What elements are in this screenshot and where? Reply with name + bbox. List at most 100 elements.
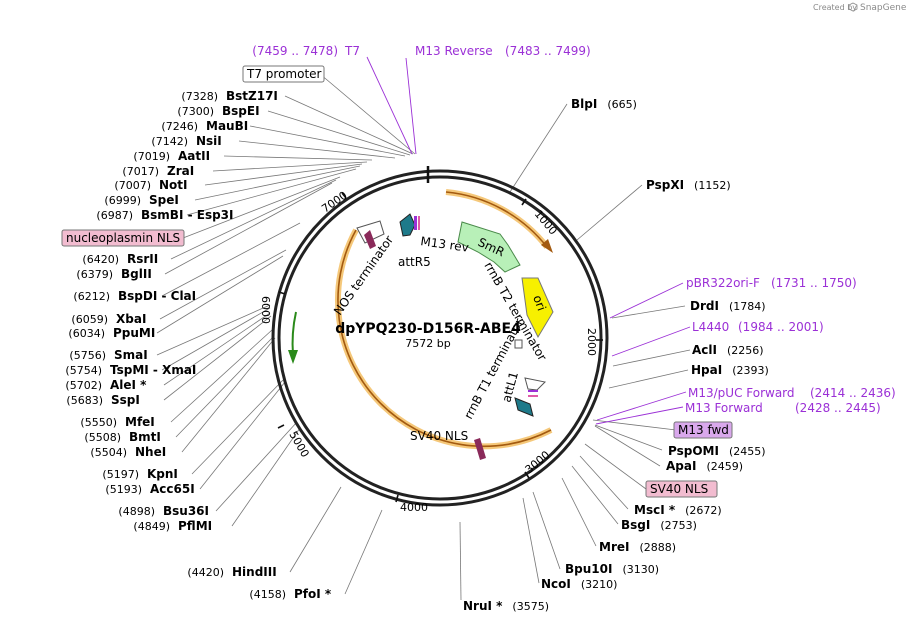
restriction-site-name: BspDI - ClaI [118, 289, 196, 303]
site-position: (5508) [84, 431, 121, 444]
restriction-site-name: MscI * [634, 503, 676, 517]
site-position: (3130) [622, 563, 659, 576]
plasmid-name: dpYPQ230-D156R-ABE4 [335, 321, 521, 337]
site-position: (1152) [694, 179, 731, 192]
site-position: (7017) [122, 165, 159, 178]
site-position: (6059) [71, 313, 108, 326]
ruler-ticks [277, 192, 603, 503]
ruler-label: 5000 [286, 429, 311, 460]
restriction-site-name: NheI [135, 445, 166, 459]
feature-leaders [182, 73, 677, 490]
site-position: (5504) [90, 446, 127, 459]
primer-range: (7459 .. 7478) [252, 44, 338, 58]
restriction-site-name: TspMI - XmaI [110, 363, 196, 377]
restriction-site-name: PpuMI [113, 326, 155, 340]
site-position: (4420) [187, 566, 224, 579]
restriction-site-name: BsmBI - Esp3I [141, 208, 233, 222]
plasmid-length: 7572 bp [405, 337, 450, 350]
restriction-site-name: HpaI [691, 363, 722, 377]
site-position: (4898) [118, 505, 155, 518]
right-site-leaders [459, 103, 691, 601]
primer-leaders [366, 56, 691, 425]
m13-fwd-box [673, 421, 733, 439]
site-position: (6379) [76, 268, 113, 281]
restriction-site-name: BspEI [222, 104, 260, 118]
restriction-site-name: PfoI * [294, 587, 332, 601]
restriction-site-name: SpeI [149, 193, 179, 207]
primer-range: (1984 .. 2001) [738, 320, 824, 334]
m13-rev-label: M13 rev [420, 234, 470, 255]
site-position: (6034) [68, 327, 105, 340]
primer-name: M13 Forward [685, 401, 763, 415]
restriction-site-name: MreI [599, 540, 629, 554]
restriction-site-name: SmaI [114, 348, 148, 362]
restriction-site-name: MauBI [206, 119, 248, 133]
restriction-site-name: BstZ17I [226, 89, 278, 103]
sv40-nls-box [645, 480, 718, 498]
restriction-site-name: BglII [121, 267, 152, 281]
restriction-site-name: ZraI [167, 164, 194, 178]
restriction-site-name: MfeI [125, 415, 155, 429]
site-position: (3575) [512, 600, 549, 613]
site-position: (4158) [249, 588, 286, 601]
restriction-site-name: NruI * [463, 599, 503, 613]
site-position: (2888) [639, 541, 676, 554]
site-position: (5197) [102, 468, 139, 481]
ori-feature [521, 277, 554, 339]
site-position: (2455) [729, 445, 766, 458]
credit-text: Created by [813, 3, 857, 12]
site-position: (2753) [660, 519, 697, 532]
site-position: (7142) [151, 135, 188, 148]
nucleoplasmin-label: nucleoplasmin NLS [66, 231, 180, 245]
restriction-site-name: SspI [111, 393, 140, 407]
restriction-site-name: BmtI [129, 430, 161, 444]
restriction-site-name: XbaI [116, 312, 146, 326]
snapgene-icon [848, 2, 858, 12]
site-position: (7246) [161, 120, 198, 133]
site-position: (6212) [73, 290, 110, 303]
t7-promoter-box [242, 65, 325, 83]
restriction-site-name: RsrII [127, 252, 158, 266]
restriction-site-name: NotI [159, 178, 188, 192]
restriction-site-name: DrdI [690, 299, 719, 313]
primer-name: M13 Reverse [415, 44, 493, 58]
site-position: (6987) [96, 209, 133, 222]
restriction-site-name: NcoI [541, 577, 571, 591]
snapgene-logo: SnapGene [848, 2, 907, 13]
site-position: (5683) [66, 394, 103, 407]
restriction-site-name: PspXI [646, 178, 684, 192]
site-position: (6420) [82, 253, 119, 266]
sv40-nls-inner-label: SV40 NLS [410, 429, 468, 443]
nucleoplasmin-feature [364, 230, 376, 249]
primer-name: pBR322ori-F [686, 276, 760, 290]
site-position: (7019) [133, 150, 170, 163]
primer-range: (1731 .. 1750) [771, 276, 857, 290]
restriction-site-name: AleI * [110, 378, 147, 392]
primer-range: (2414 .. 2436) [810, 386, 896, 400]
sv40-nls-box-label: SV40 NLS [650, 482, 708, 496]
restriction-site-name: BsgI [621, 518, 650, 532]
primer-range: (7483 .. 7499) [505, 44, 591, 58]
credit-brand: SnapGene [860, 3, 907, 13]
primer-name: L4440 [692, 320, 729, 334]
restriction-site-name: KpnI [147, 467, 178, 481]
site-position: (5702) [65, 379, 102, 392]
site-position: (7007) [114, 179, 151, 192]
attl1-feature [514, 397, 534, 417]
site-position: (2459) [706, 460, 743, 473]
restriction-site-name: AatII [178, 149, 210, 163]
attr5-label: attR5 [398, 255, 431, 269]
restriction-site-name: Acc65I [150, 482, 195, 496]
restriction-site-name: Bsu36I [163, 504, 209, 518]
ruler-label: 7000 [319, 189, 349, 216]
nucleoplasmin-box [61, 229, 185, 247]
primer-name: T7 [344, 44, 360, 58]
site-position: (7300) [177, 105, 214, 118]
restriction-site-name: Bpu10I [565, 562, 612, 576]
restriction-site-name: BlpI [571, 97, 597, 111]
site-position: (6999) [104, 194, 141, 207]
site-position: (5754) [65, 364, 102, 377]
primer-name: M13/pUC Forward [688, 386, 795, 400]
